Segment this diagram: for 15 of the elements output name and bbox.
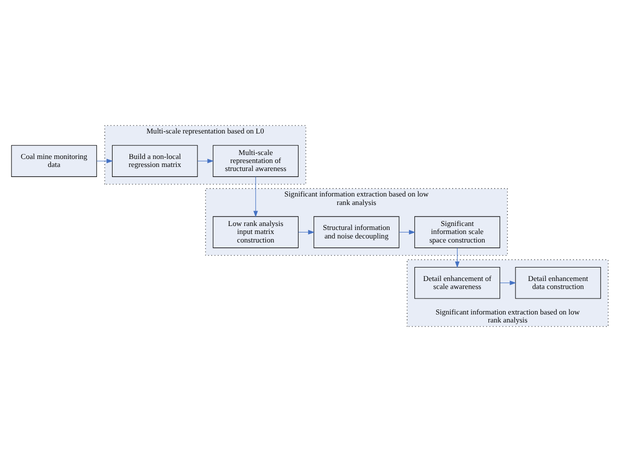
node-box: Multi-scale representation of structural awareness (212, 144, 299, 176)
arrow (298, 229, 315, 234)
node-box: Structural information and noise decoupling (314, 216, 400, 248)
node-box: Coal mine monitoring data (11, 144, 97, 176)
arrow (253, 176, 258, 217)
node-box: Low rank analysis input matrix construction (212, 216, 299, 248)
arrow (398, 229, 416, 234)
arrow (500, 280, 516, 285)
node-box: Significant information scale space construction (414, 216, 500, 248)
arrow (197, 158, 214, 163)
node-box: Detail enhancement of scale awareness (414, 266, 500, 298)
arrow (96, 158, 114, 163)
node-box: Build a non-local regression matrix (112, 144, 198, 176)
node-box: Detail enhancement data construction (515, 266, 601, 298)
arrow (455, 247, 460, 268)
